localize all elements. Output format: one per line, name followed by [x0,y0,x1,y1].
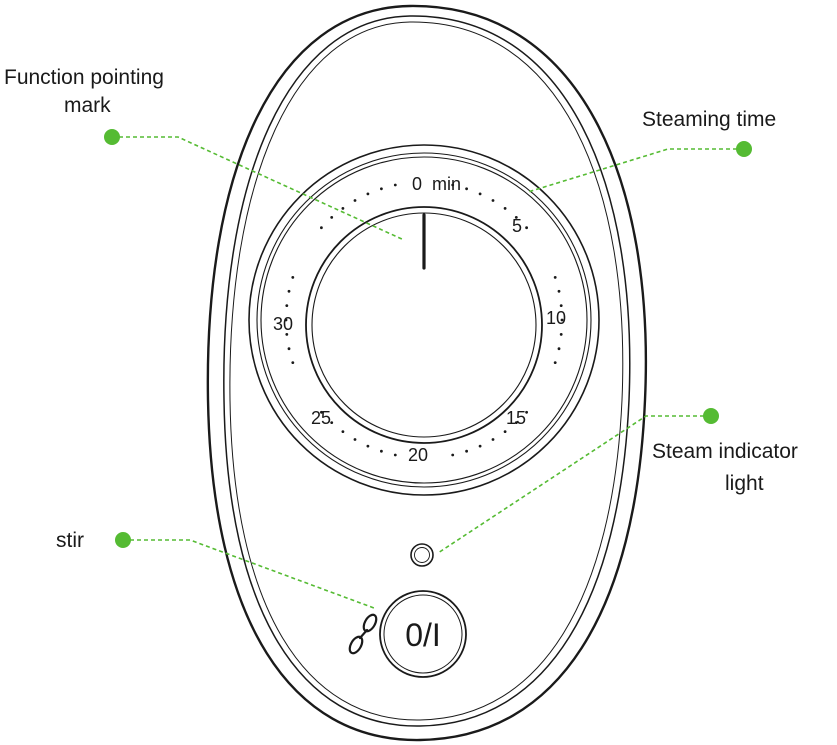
dial-tick-dot [491,199,495,202]
dial-tick-dot [353,199,357,202]
dial-tick-dot [287,289,291,293]
dial-tick-dot [560,318,564,322]
dial-tick-dots [284,183,564,457]
dial-mark-30: 30 [273,314,293,334]
dial-unit: min [432,174,461,194]
dial-mark-15: 15 [506,408,526,428]
dial-tick-dot [291,276,295,279]
dial-tick-dot [465,187,468,191]
label-steam-light-line1: Steam indicator [652,440,798,463]
dial-labels: 0 min 5 10 15 20 25 30 [273,174,566,465]
dial-tick-dot [465,449,468,453]
dial-tick-dot [451,453,455,457]
leader-function-mark [112,136,405,241]
dial-tick-dot [380,187,383,191]
dial-tick-dot [366,444,370,448]
dial-tick-dot [559,333,563,336]
dial-tick-dot [393,453,397,457]
leader-steaming-time [527,148,744,193]
label-function-mark-line1: Function pointing [4,66,164,89]
dial-tick-dot [491,438,495,441]
dial-tick-dot [553,276,557,279]
dial-tick-dot [451,183,455,187]
dial-mark-25: 25 [311,408,331,428]
label-steaming-time: Steaming time [642,108,776,131]
power-button-label: 0/I [405,617,441,653]
dial-tick-dot [525,410,528,414]
label-steam-light-line2: light [725,472,764,495]
dial-tick-dot [285,304,289,307]
dial-tick-dot [478,192,482,196]
dial-tick-dot [341,430,345,433]
leader-steam-light [437,415,711,554]
dial-tick-dot [503,430,507,433]
panel-shell [206,4,647,742]
callout-dot-steaming-time [736,141,752,157]
label-stir: stir [56,529,84,552]
dial-tick-dot [514,216,518,219]
dial-tick-dot [341,207,345,210]
dial-tick-dot [525,226,528,230]
power-button[interactable]: 0/I [379,590,467,678]
dial-tick-dot [553,361,557,364]
dial-tick-dot [284,318,288,322]
dial-tick-dot [559,304,563,307]
callout-labels: Function pointing mark Steaming time Ste… [4,66,798,552]
dial-tick-dot [557,289,561,293]
steam-indicator-light [410,543,434,567]
dial-tick-dot [380,449,383,453]
dial-knob [305,206,543,444]
dial-tick-dot [478,444,482,448]
callout-dot-stir [115,532,131,548]
dial-tick-dot [503,207,507,210]
dial-tick-dot [291,361,295,364]
dial-mark-20: 20 [408,445,428,465]
dial-tick-dot [330,421,334,424]
dial-tick-dot [330,216,334,219]
dial-tick-dot [366,192,370,196]
leader-stir [123,539,375,609]
dial-tick-dot [320,226,323,230]
dial-tick-dot [393,183,397,187]
dial-tick-dot [320,410,323,414]
dial-tick-dot [353,438,357,441]
dial-mark-10: 10 [546,308,566,328]
dial-tick-dot [287,347,291,351]
callout-dot-steam-light [703,408,719,424]
label-function-mark-line2: mark [64,94,111,117]
dial-mark-5: 5 [512,216,522,236]
callout-dot-function-mark [104,129,120,145]
dial-tick-dot [285,333,289,336]
stir-icon [348,613,378,655]
dial-mark-0: 0 [412,174,422,194]
dial-tick-dot [557,347,561,351]
timer-dial[interactable] [248,144,600,496]
dial-tick-dot [514,421,518,424]
callout-leaders [104,129,752,609]
